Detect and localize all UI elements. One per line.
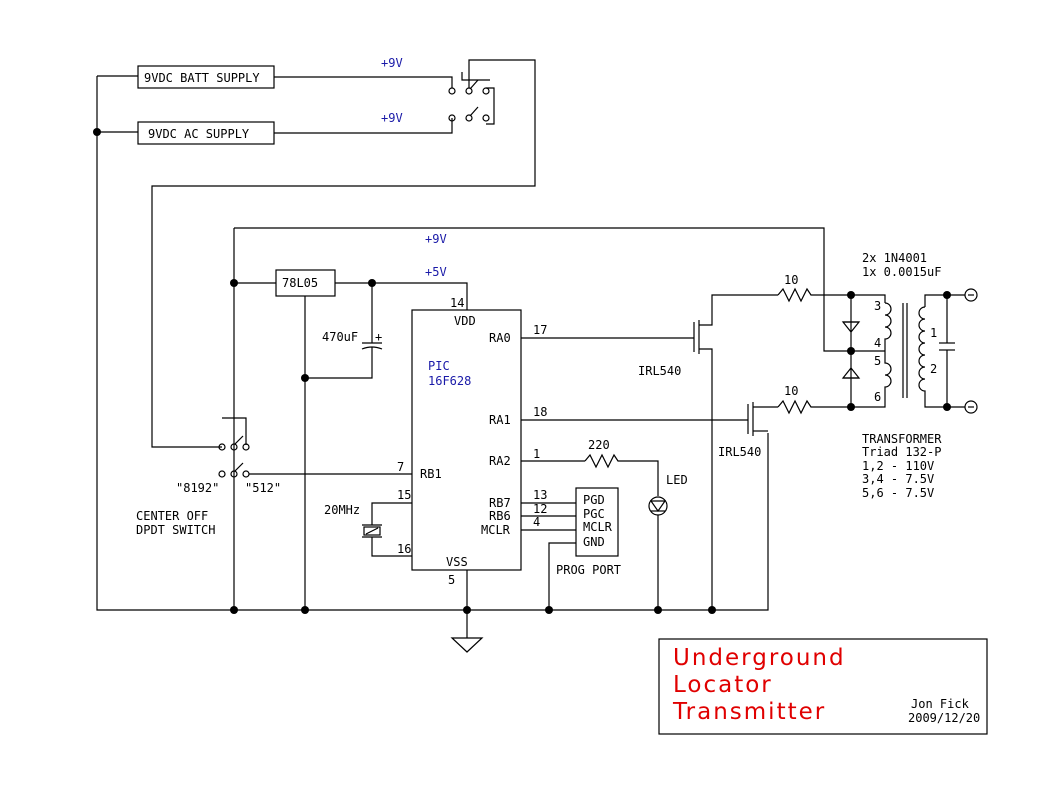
pin1-label: 1 [533, 447, 540, 461]
regulator-label: 78L05 [282, 276, 318, 290]
pin12-label: 12 [533, 502, 547, 516]
mclr-label: MCLR [481, 523, 511, 537]
tx-spec-2: Triad 132-P [862, 445, 941, 459]
vss-label: VSS [446, 555, 468, 569]
mode-dpdt-switch [218, 417, 412, 478]
capacitor-polarity: + [375, 330, 382, 344]
prog-port-label: PROG PORT [556, 563, 621, 577]
rb1-label: RB1 [420, 467, 442, 481]
prog-mclr: MCLR [583, 520, 613, 534]
pin7-label: 7 [397, 460, 404, 474]
pin13-label: 13 [533, 488, 547, 502]
led-label: LED [666, 473, 688, 487]
resistor-220-label: 220 [588, 438, 610, 452]
pic-microcontroller [371, 309, 748, 610]
regulator-section [230, 227, 851, 610]
prog-gnd: GND [583, 535, 605, 549]
title-block [658, 638, 988, 735]
title-line-2: Locator [673, 672, 773, 698]
batt-voltage-label: +9V [381, 56, 403, 70]
tx-pin-3: 3 [874, 299, 881, 313]
switch-right-label: "512" [245, 481, 281, 495]
ground-icon [450, 637, 484, 653]
rb7-label: RB7 [489, 496, 511, 510]
transformer-note-2: 1x 0.0015uF [862, 265, 941, 279]
switch-desc-1: CENTER OFF [136, 509, 208, 523]
capacitor-label: 470uF [322, 330, 358, 344]
power-input-section [93, 59, 769, 611]
tx-spec-4: 3,4 - 7.5V [862, 472, 934, 486]
pin4-label: 4 [533, 515, 540, 529]
ra2-label: RA2 [489, 454, 511, 468]
ground-bus [230, 606, 716, 653]
pin16-label: 16 [397, 542, 411, 556]
ac-voltage-label: +9V [381, 111, 403, 125]
crystal-20mhz [362, 524, 382, 538]
resistor-10a-label: 10 [784, 273, 798, 287]
ac-supply-label: 9VDC AC SUPPLY [148, 127, 250, 141]
led-circuit [584, 453, 668, 610]
ra1-label: RA1 [489, 413, 511, 427]
batt-supply-label: 9VDC BATT SUPPLY [144, 71, 260, 85]
gate-resistors [777, 287, 851, 415]
author-name: Jon Fick [911, 697, 970, 711]
vdd-label: VDD [454, 314, 476, 328]
tx-pin-5: 5 [874, 354, 881, 368]
rail-9v-label: +9V [425, 232, 447, 246]
switch-left-label: "8192" [176, 481, 219, 495]
tx-pin-1: 1 [930, 326, 937, 340]
pin14-label: 14 [450, 296, 464, 310]
pin18-label: 18 [533, 405, 547, 419]
ra0-label: RA0 [489, 331, 511, 345]
pin15-label: 15 [397, 488, 411, 502]
tx-pin-4: 4 [874, 336, 881, 350]
crystal-label: 20MHz [324, 503, 360, 517]
rb6-label: RB6 [489, 509, 511, 523]
title-line-3: Transmitter [672, 699, 826, 725]
prog-pgd: PGD [583, 493, 605, 507]
transformer-note-1: 2x 1N4001 [862, 251, 927, 265]
transformer-section [841, 288, 978, 414]
tx-pin-2: 2 [930, 362, 937, 376]
resistor-10b-label: 10 [784, 384, 798, 398]
mosfet-q1 [693, 294, 778, 610]
mosfet-q1-label: IRL540 [638, 364, 681, 378]
pin17-label: 17 [533, 323, 547, 337]
pic-name: PIC [428, 359, 450, 373]
tx-spec-5: 5,6 - 7.5V [862, 486, 934, 500]
pic-model: 16F628 [428, 374, 471, 388]
switch-desc-2: DPDT SWITCH [136, 523, 215, 537]
title-line-1: Underground [673, 645, 846, 671]
author-date: 2009/12/20 [908, 711, 980, 725]
pin5-label: 5 [448, 573, 455, 587]
supply-selector-switch [151, 59, 536, 448]
regulator-78l05 [275, 269, 336, 297]
tx-spec-3: 1,2 - 110V [862, 459, 934, 473]
rail-5v-label: +5V [425, 265, 447, 279]
tx-spec-1: TRANSFORMER [862, 432, 942, 446]
mosfet-q2 [747, 402, 778, 436]
mosfet-q2-label: IRL540 [718, 445, 761, 459]
prog-pgc: PGC [583, 507, 605, 521]
prog-port [548, 487, 619, 610]
tx-pin-6: 6 [874, 390, 881, 404]
